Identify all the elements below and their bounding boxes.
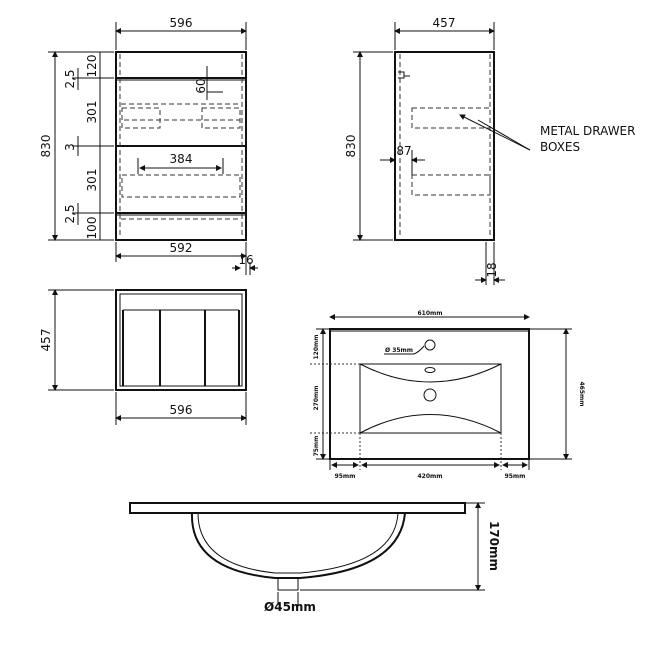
side-height: 830 <box>344 135 358 158</box>
front-d-16: 16 <box>238 253 253 267</box>
front-d-100: 100 <box>85 217 99 240</box>
basin-d-75: 75mm <box>313 436 320 457</box>
side-depth: 457 <box>433 16 456 30</box>
basin-d-270: 270mm <box>313 385 320 410</box>
front-d-301a: 301 <box>85 101 99 124</box>
front-view: 596 592 16 830 2,5 120 301 3 301 2,5 100… <box>39 16 258 275</box>
basin-depth: 465mm <box>578 381 585 406</box>
front-d-60: 60 <box>194 78 208 93</box>
waste-diameter: Ø45mm <box>264 600 316 614</box>
metal-drawer-label-line2: BOXES <box>540 140 580 154</box>
basin-d-95-left: 95mm <box>335 473 356 480</box>
side-d-87: 87 <box>396 144 411 158</box>
basin-d-95-right: 95mm <box>505 473 526 480</box>
metal-drawer-label-line1: METAL DRAWER <box>540 124 635 138</box>
basin-width: 610mm <box>417 310 442 317</box>
basin-section-view: 170mm Ø45mm <box>129 502 501 614</box>
basin-d-120: 120mm <box>313 334 320 359</box>
front-width-top: 596 <box>170 16 193 30</box>
front-width-bottom: 592 <box>170 241 193 255</box>
side-view: 457 830 87 18 METAL DRAWER BOXES <box>344 16 635 285</box>
basin-height: 170mm <box>487 521 501 571</box>
side-d-18: 18 <box>485 262 499 277</box>
plan-width: 596 <box>170 403 193 417</box>
plan-depth: 457 <box>39 329 53 352</box>
front-d-2-5a: 2,5 <box>63 69 77 88</box>
basin-d-420: 420mm <box>417 473 442 480</box>
basin-top-view: Ø 35mm 610mm 465mm 120mm 270mm 75mm 95mm… <box>310 310 585 480</box>
front-d-3: 3 <box>63 143 77 151</box>
front-d-2-5b: 2,5 <box>63 204 77 223</box>
front-d-384: 384 <box>170 152 193 166</box>
front-d-120: 120 <box>85 55 99 78</box>
tap-hole-label: Ø 35mm <box>385 347 413 354</box>
plan-view: 457 596 <box>39 289 247 425</box>
front-height: 830 <box>39 135 53 158</box>
front-d-301b: 301 <box>85 169 99 192</box>
